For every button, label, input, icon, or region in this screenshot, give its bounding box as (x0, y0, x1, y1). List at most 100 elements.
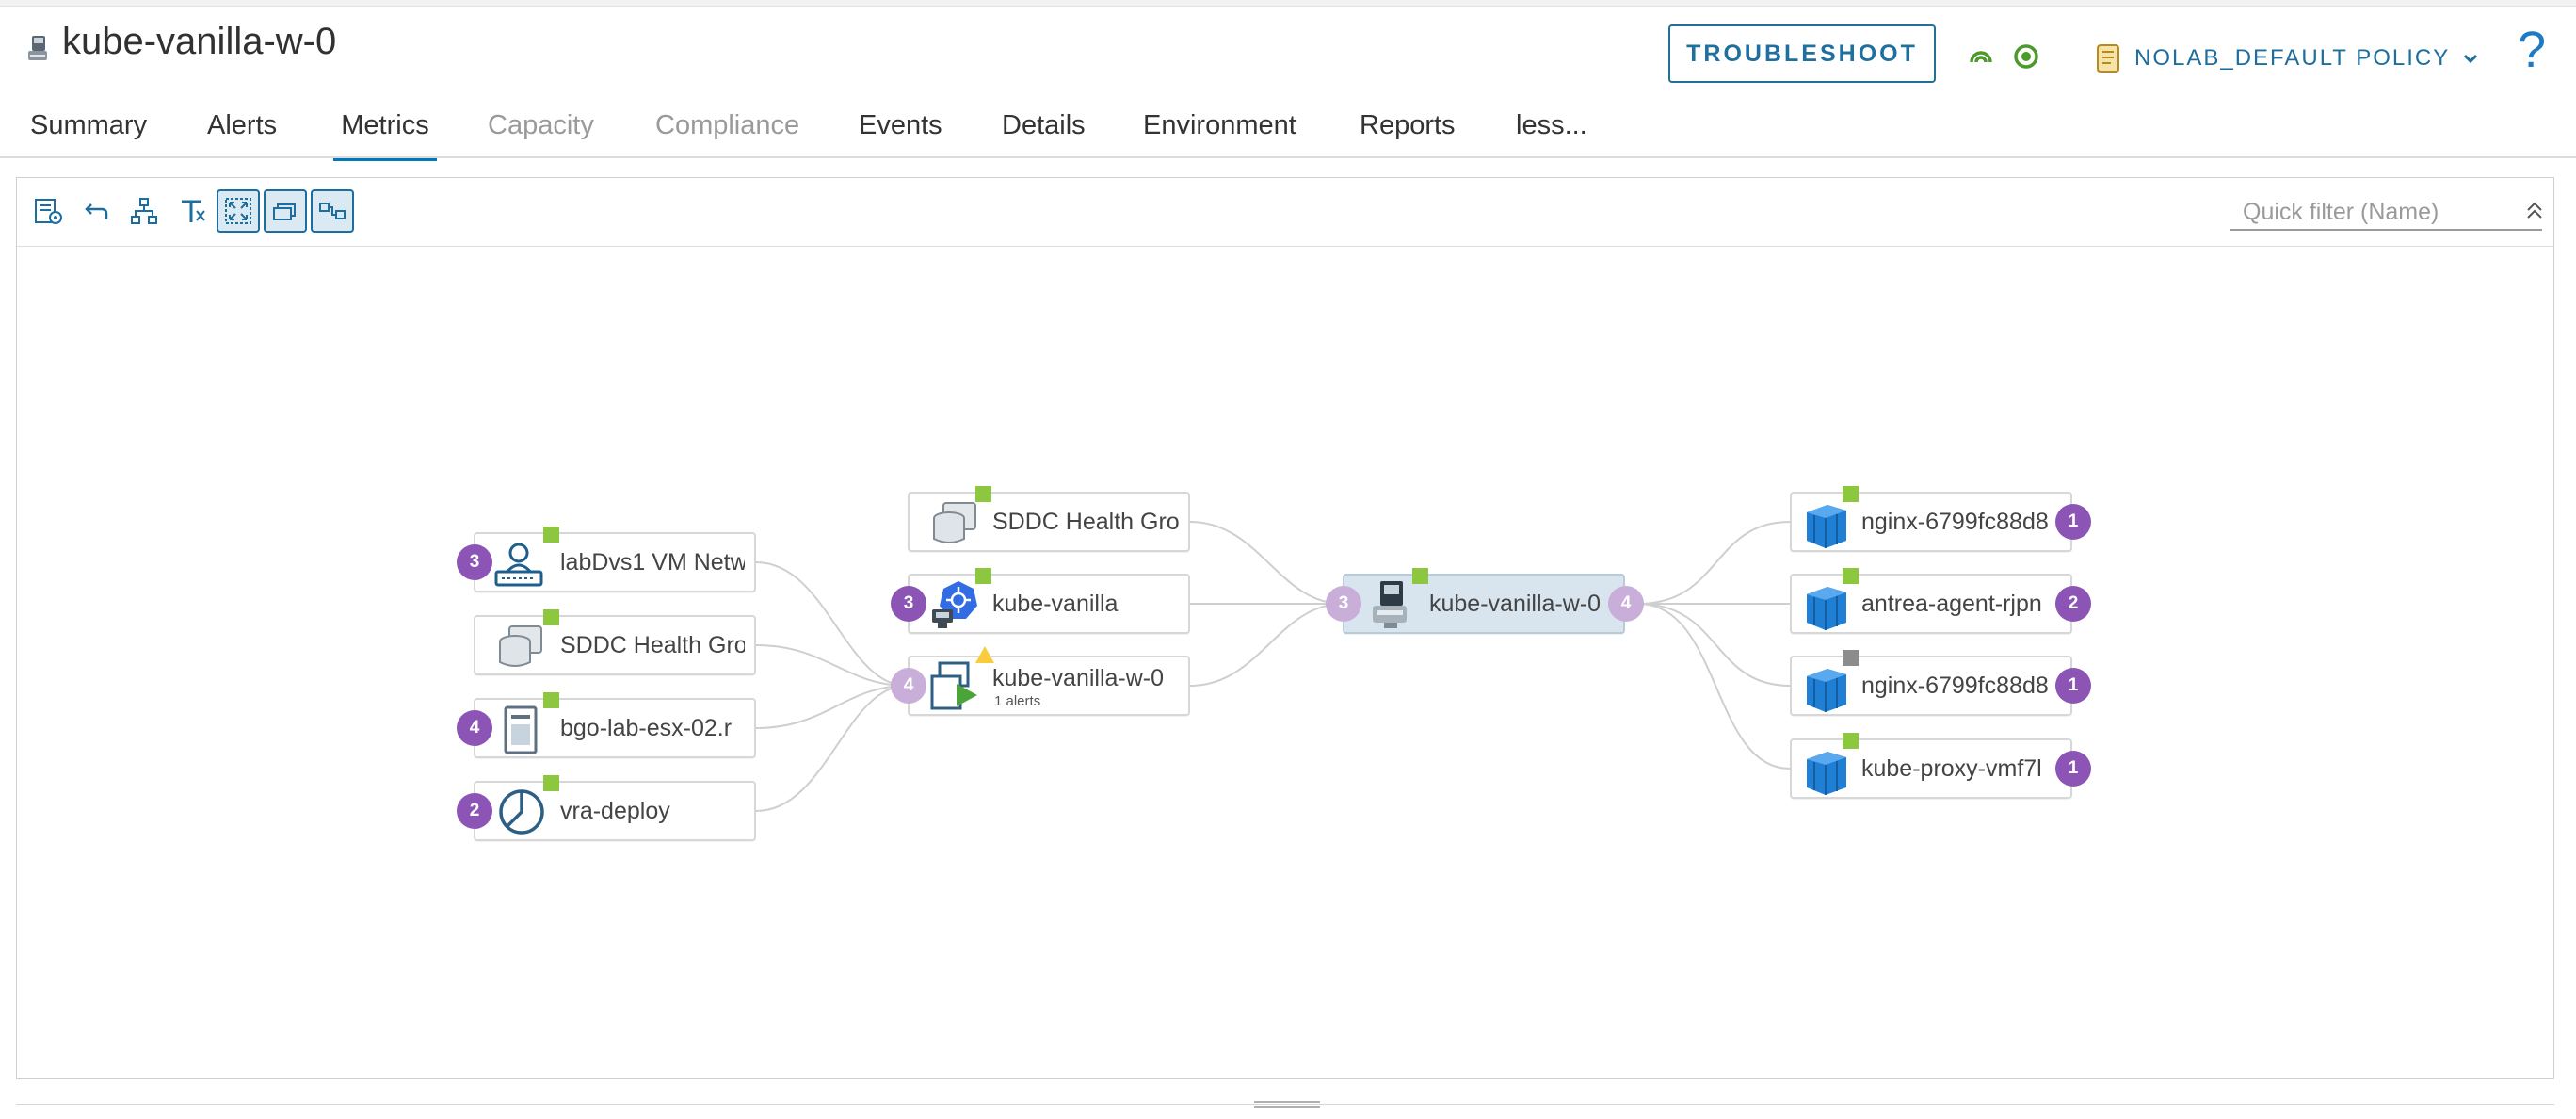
node-label: vra-deploy (560, 798, 670, 824)
edge-sddc-to-node (1189, 521, 1344, 605)
edge-pool-to-vm (755, 685, 908, 812)
relationship-graph[interactable]: labDvs1 VM Netw 3 SDDC Health Gro bgo-la… (17, 247, 2553, 1079)
node-label: bgo-lab-esx-02.r (560, 715, 733, 741)
tab-metrics[interactable]: Metrics (333, 104, 437, 161)
graph-toolbar (17, 178, 2553, 247)
edge-sddc-to-vm (755, 644, 908, 687)
hierarchy-button[interactable] (122, 189, 166, 233)
display-settings-button[interactable] (26, 189, 70, 233)
tab-environment[interactable]: Environment (1143, 110, 1296, 140)
edge-vm-to-node (1189, 603, 1344, 687)
distributed-switch-icon (494, 543, 543, 587)
database-group-icon (933, 502, 976, 543)
health-indicator (543, 775, 559, 791)
node-label: kube-vanilla (992, 591, 1119, 617)
graph-edges (755, 521, 1791, 812)
text-filter-button[interactable] (171, 189, 215, 233)
edge-labdvs-to-vm (755, 561, 908, 687)
alert-count-label: 1 alerts (994, 693, 1041, 709)
resize-handle-icon[interactable] (1254, 1100, 1320, 1110)
node-label: SDDC Health Gro (560, 632, 745, 658)
tab-bar: Summary Alerts Metrics Capacity Complian… (0, 104, 2576, 161)
node-bgo-lab-esx-02[interactable]: bgo-lab-esx-02.r 4 (457, 692, 756, 758)
top-border (0, 0, 2576, 7)
node-nginx-pod-2[interactable]: nginx-6799fc88d8 1 (1790, 650, 2091, 716)
count-badge[interactable]: 4 (457, 710, 492, 746)
count-badge[interactable]: 3 (457, 544, 492, 580)
tabs-divider (0, 156, 2576, 158)
kubernetes-node-icon (28, 36, 47, 60)
count-badge[interactable]: 2 (2055, 586, 2091, 622)
node-labdvs1-network[interactable]: labDvs1 VM Netw 3 (457, 527, 756, 592)
troubleshoot-button[interactable]: TROUBLESHOOT (1668, 24, 1936, 83)
virtual-machine-icon (930, 661, 977, 710)
count-badge[interactable]: 4 (891, 668, 926, 704)
text-filter-icon (182, 200, 205, 222)
outgoing-count-badge[interactable]: 4 (1608, 586, 1644, 622)
undo-button[interactable] (75, 189, 119, 233)
health-indicator (543, 609, 559, 625)
count-badge[interactable]: 1 (2055, 504, 2091, 540)
node-nginx-pod-1[interactable]: nginx-6799fc88d8 1 (1790, 486, 2091, 552)
health-indicator (1843, 486, 1859, 502)
node-kube-vanilla[interactable]: kube-vanilla 3 (891, 568, 1190, 634)
container-icon (1807, 752, 1846, 795)
tab-less[interactable]: less... (1516, 110, 1587, 140)
tab-events[interactable]: Events (859, 110, 942, 140)
stack-view-button[interactable] (264, 189, 307, 233)
container-icon (1807, 669, 1846, 712)
node-vra-deploy[interactable]: vra-deploy 2 (457, 775, 756, 841)
help-button[interactable]: ? (2518, 22, 2547, 78)
relationship-panel: labDvs1 VM Netw 3 SDDC Health Gro bgo-la… (16, 177, 2554, 1079)
node-label: kube-vanilla-w-0 (1429, 591, 1602, 617)
policy-scroll-icon (2097, 44, 2119, 73)
tab-summary[interactable]: Summary (30, 110, 148, 140)
tab-details[interactable]: Details (1002, 110, 1086, 140)
count-badge[interactable]: 3 (891, 586, 926, 622)
tab-compliance: Compliance (655, 110, 800, 140)
kubernetes-node-icon (1373, 581, 1407, 628)
health-indicator (543, 527, 559, 543)
node-kube-proxy[interactable]: kube-proxy-vmf7l 1 (1790, 733, 2091, 799)
health-indicator (543, 692, 559, 708)
policy-selector[interactable]: NOLAB_DEFAULT POLICY (2095, 40, 2478, 77)
node-label: antrea-agent-rjpn (1861, 591, 2042, 617)
kubernetes-cluster-icon (932, 581, 977, 628)
health-status-icon[interactable] (2011, 41, 2041, 72)
node-label: SDDC Health Gro (992, 509, 1179, 535)
count-badge[interactable]: 1 (2055, 668, 2091, 704)
signal-icon[interactable] (1966, 41, 1996, 72)
container-icon (1807, 505, 1846, 548)
node-sddc-health-group-left[interactable]: SDDC Health Gro (474, 609, 756, 675)
fit-to-view-icon (225, 198, 251, 224)
tab-alerts[interactable]: Alerts (207, 110, 278, 140)
health-indicator (975, 568, 991, 584)
node-label: nginx-6799fc88d8 (1861, 673, 2049, 699)
node-kube-vanilla-w-0-vm[interactable]: kube-vanilla-w-0 1 alerts 4 (891, 646, 1190, 716)
quick-filter-input[interactable] (2230, 195, 2542, 231)
count-badge[interactable]: 2 (457, 793, 492, 829)
tab-reports[interactable]: Reports (1360, 110, 1456, 140)
edge-node-to-nginx-1 (1637, 521, 1791, 605)
health-indicator (1843, 650, 1859, 666)
node-label: kube-vanilla-w-0 (992, 665, 1165, 691)
relationship-view-icon (319, 203, 346, 219)
host-server-icon (504, 705, 538, 754)
node-kube-vanilla-w-0-selected[interactable]: kube-vanilla-w-0 3 4 (1326, 568, 1644, 634)
tab-capacity: Capacity (488, 110, 594, 140)
count-badge[interactable]: 1 (2055, 751, 2091, 787)
node-label: nginx-6799fc88d8 (1861, 509, 2049, 535)
relationship-view-button[interactable] (311, 189, 354, 233)
health-indicator (975, 486, 991, 502)
edge-node-to-nginx-2 (1637, 603, 1791, 687)
health-indicator (1843, 733, 1859, 749)
collapse-double-chevron-icon[interactable] (2521, 197, 2548, 225)
node-antrea-agent[interactable]: antrea-agent-rjpn 2 (1790, 568, 2091, 634)
resource-pool-icon (499, 789, 544, 835)
node-sddc-health-group-middle[interactable]: SDDC Health Gro (908, 486, 1190, 552)
warning-alert-icon (975, 646, 994, 663)
container-icon (1807, 587, 1846, 630)
incoming-count-badge[interactable]: 3 (1326, 586, 1361, 622)
node-label: labDvs1 VM Netw (560, 549, 745, 576)
fit-to-view-button[interactable] (217, 189, 260, 233)
